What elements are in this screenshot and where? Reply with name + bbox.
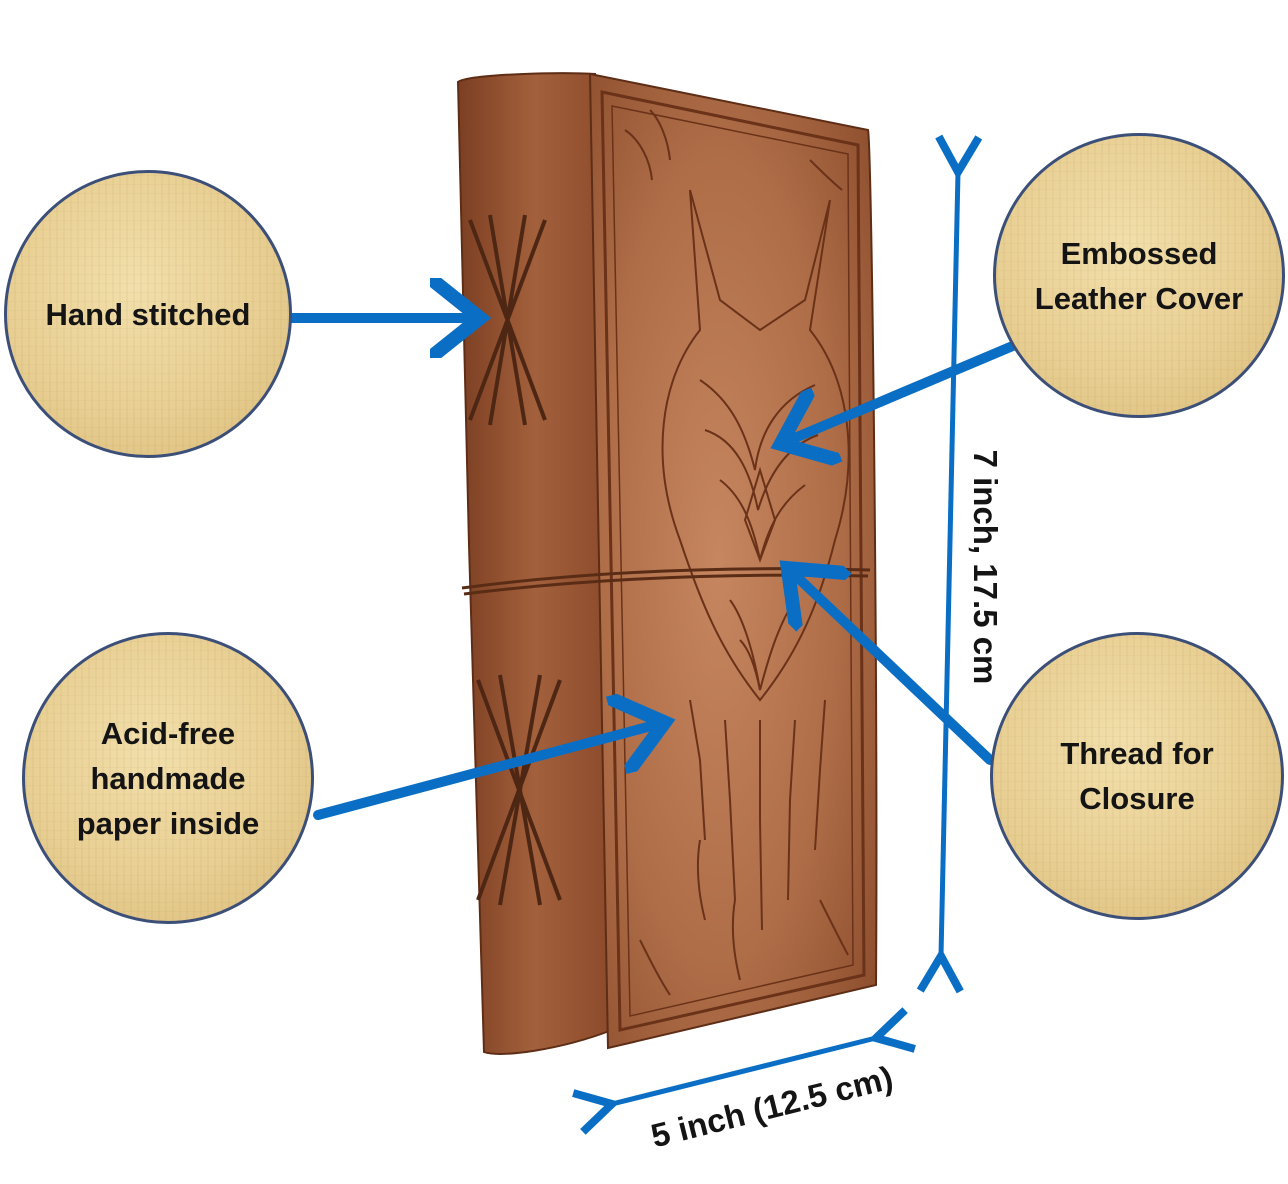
journal-spine: [456, 72, 614, 1055]
dimension-lines: [612, 172, 958, 1104]
callout-thread: Thread for Closure: [990, 632, 1284, 920]
arrow-paper: [313, 725, 655, 820]
callout-thread-label: Thread for Closure: [1060, 736, 1214, 816]
journal-cover: [588, 72, 878, 1050]
width-dimension-arrow: [612, 1038, 876, 1104]
height-dimension-label: 7 inch, 17.5 cm: [967, 449, 1004, 685]
callout-embossed-cover: Embossed Leather Cover: [993, 133, 1285, 418]
spine-stitching: [468, 214, 562, 906]
callout-paper: Acid-free handmade paper inside: [22, 632, 314, 924]
callout-paper-label: Acid-free handmade paper inside: [76, 715, 260, 841]
height-dimension-arrow: [941, 172, 958, 956]
callout-embossed-cover-label: Embossed Leather Cover: [1034, 235, 1244, 316]
callout-hand-stitched: Hand stitched: [4, 170, 292, 458]
callout-hand-stitched-label: Hand stitched: [45, 296, 251, 332]
